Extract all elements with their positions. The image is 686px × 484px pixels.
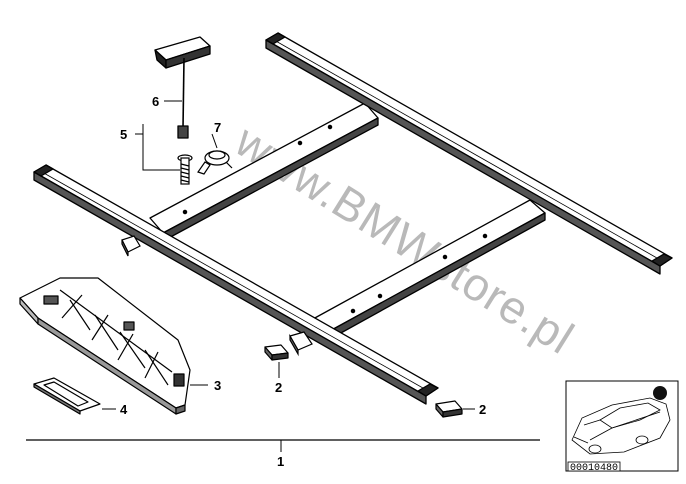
callout-2-middle: 2 [275, 380, 282, 395]
end-cap-right [435, 400, 463, 418]
clip-nut [197, 150, 233, 175]
callout-1: 1 [277, 454, 284, 469]
diagram-reference-code: 00010480 [570, 463, 618, 474]
gasket [33, 377, 101, 415]
rail-mount-tab [121, 235, 313, 357]
callout-leaders-upper [135, 100, 218, 171]
left-roof-rail [33, 164, 439, 405]
callout-6: 6 [152, 94, 159, 109]
callout-7: 7 [214, 120, 221, 135]
bolt [177, 154, 193, 185]
callout-5: 5 [120, 127, 127, 142]
roof-highlight-icon [653, 386, 667, 400]
right-roof-rail [265, 32, 673, 275]
end-cap-middle [264, 344, 289, 361]
callout-2-right: 2 [479, 402, 486, 417]
handle-tool [154, 36, 211, 139]
vehicle-thumbnail: 00010480 [565, 380, 679, 474]
lower-cross-brace [312, 199, 546, 340]
callout-3: 3 [214, 378, 221, 393]
storage-case [19, 277, 191, 415]
upper-cross-brace [149, 102, 379, 241]
callout-4: 4 [120, 402, 128, 417]
